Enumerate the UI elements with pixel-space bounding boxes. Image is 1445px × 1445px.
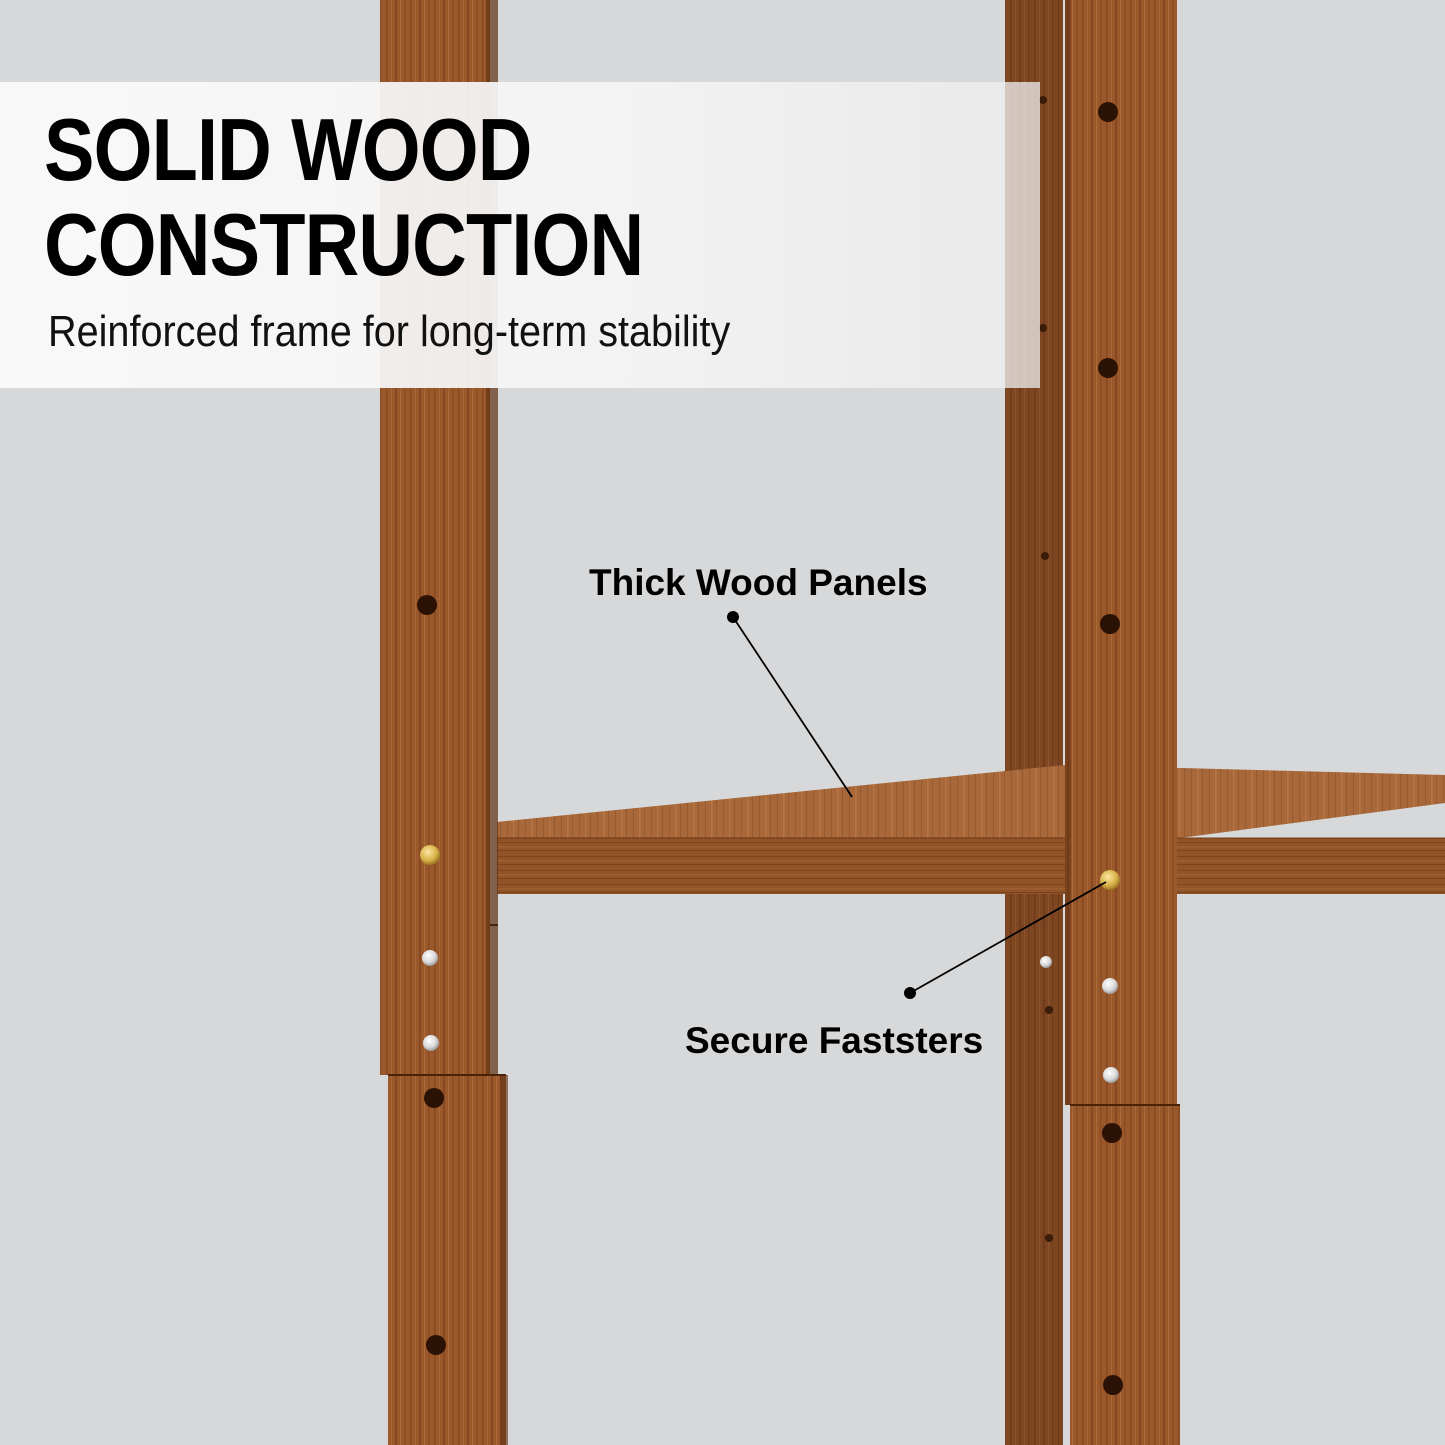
- callout-thick-wood-panels: Thick Wood Panels: [589, 562, 928, 603]
- subtitle: Reinforced frame for long-term stability: [48, 307, 731, 356]
- headline-line-2: CONSTRUCTION: [44, 195, 644, 294]
- headline-banner: [0, 82, 1040, 388]
- headline-line-1: SOLID WOOD: [44, 100, 532, 199]
- front-right-post: [1065, 0, 1180, 1445]
- panels-leader: [727, 611, 853, 798]
- fasteners-leader: [904, 881, 1107, 999]
- shelf-panel: [497, 765, 1445, 894]
- callout-secure-fasteners: Secure Faststers: [685, 1020, 984, 1061]
